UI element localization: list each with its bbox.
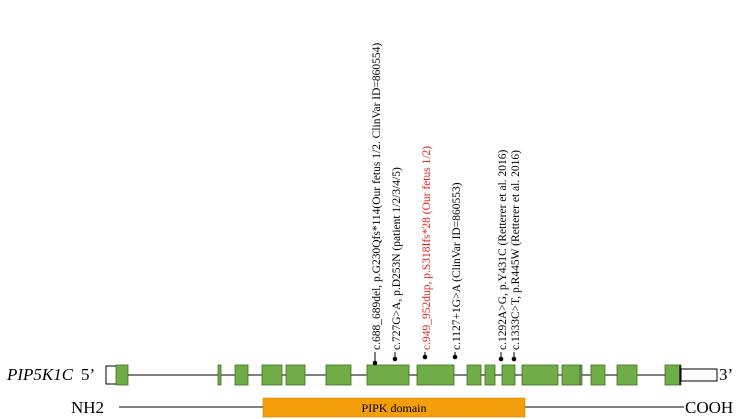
variant-label: c.688_689del, p.G230Qfs*114(Our fetus 1/… [371, 43, 383, 350]
variant-marker: c.1127+1G>A (ClinVar ID=860553) [451, 182, 463, 360]
utr-3-prime [680, 368, 718, 382]
variant-label: c.1333C>T, p.R445W (Retterer et al. 2016… [510, 150, 522, 350]
pipk-domain [262, 397, 526, 418]
exon [115, 364, 129, 386]
exon-group [115, 364, 682, 386]
variant-marker: c.688_689del, p.G230Qfs*114(Our fetus 1/… [371, 43, 383, 366]
n-terminus-label: NH2 [71, 398, 104, 417]
exon [664, 364, 682, 386]
variant-dot [511, 356, 517, 362]
variant-label: c.1127+1G>A (ClinVar ID=860553) [451, 182, 463, 350]
exon [561, 364, 583, 386]
variant-label: c.1292A>G, p.Y431C (Retterer et al. 2016… [497, 149, 509, 350]
exon [261, 364, 283, 386]
pipk-domain-label: PIPK domain [361, 401, 426, 415]
exon [325, 364, 352, 386]
gene-name: PIP5K1C [6, 365, 74, 384]
variant-marker: c.1292A>G, p.Y431C (Retterer et al. 2016… [497, 149, 509, 362]
exon [616, 364, 638, 386]
exon [590, 364, 606, 386]
exon [285, 364, 306, 386]
variant-label: c.949_952dup, p.S318Ifs*28 (Our fetus 1/… [421, 146, 433, 350]
three-prime-label: 3’ [719, 365, 733, 384]
variant-annotations: c.688_689del, p.G230Qfs*114(Our fetus 1/… [371, 43, 522, 366]
variant-dot [422, 354, 428, 360]
exon [366, 364, 410, 386]
variant-marker: c.727G>A, p.D253N (patient 1/2/3/4/5) [391, 167, 403, 362]
five-prime-label: 5’ [81, 365, 95, 384]
exon [466, 364, 482, 386]
variant-marker: c.949_952dup, p.S318Ifs*28 (Our fetus 1/… [421, 146, 433, 360]
c-terminus-label: COOH [685, 398, 733, 417]
exon [416, 364, 455, 386]
variant-label: c.727G>A, p.D253N (patient 1/2/3/4/5) [391, 167, 403, 350]
variant-dot [392, 356, 398, 362]
exon [501, 364, 516, 386]
exon [521, 364, 559, 386]
variant-dot [372, 360, 378, 366]
exon [217, 364, 222, 386]
variant-dot [498, 356, 504, 362]
variant-dot [452, 354, 458, 360]
variant-marker: c.1333C>T, p.R445W (Retterer et al. 2016… [510, 150, 522, 362]
exon [234, 364, 249, 386]
exon [484, 364, 496, 386]
